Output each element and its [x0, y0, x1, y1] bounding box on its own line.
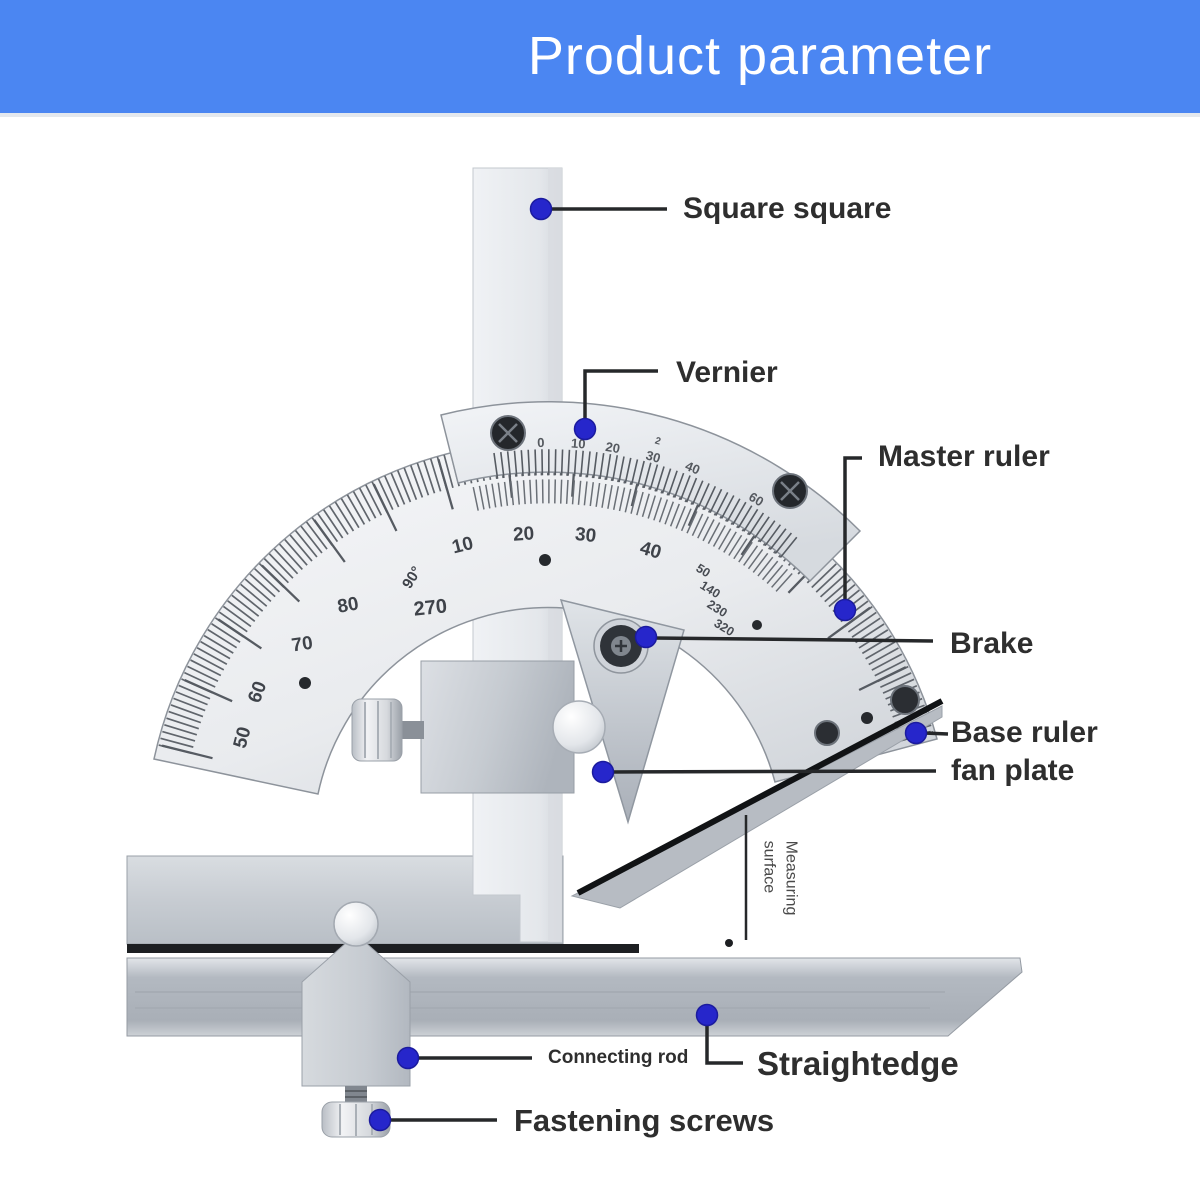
fan-dot — [299, 677, 311, 689]
scale-number: 20 — [604, 439, 621, 456]
leader-master-ruler — [843, 456, 862, 604]
clamp-groove — [127, 944, 639, 953]
groove-dot — [725, 939, 733, 947]
scale-number: 30 — [644, 447, 662, 465]
scale-number: 20 — [512, 523, 535, 545]
slider-dome-knob — [552, 700, 606, 754]
fan-dot — [861, 712, 873, 724]
scale-number: 30 — [574, 524, 597, 547]
fastening-screw-shaft — [345, 1086, 367, 1102]
fan-dot — [752, 620, 762, 630]
protractor-fan — [153, 440, 938, 795]
callout-dots — [368, 197, 928, 1132]
header-divider — [0, 113, 1200, 117]
connecting-rod-knob — [333, 901, 379, 947]
label-measuring-surface: Measuring surface — [761, 840, 800, 916]
leader-brake — [652, 636, 934, 643]
scale-number: 60 — [746, 489, 766, 509]
straightedge-blade — [126, 957, 1023, 1037]
label-square-square: Square square — [683, 192, 892, 225]
dot-connecting-rod — [396, 1046, 420, 1070]
blade-edge — [576, 698, 944, 896]
leader-fan-plate — [610, 769, 937, 774]
fan-screw — [814, 720, 840, 746]
connecting-rod-block — [301, 933, 411, 1087]
label-base-ruler: Base ruler — [951, 716, 1098, 749]
fan-dot — [539, 554, 551, 566]
scale-number: 0 — [537, 435, 545, 450]
scale-number: 270 — [413, 595, 448, 620]
dot-master-ruler — [833, 598, 857, 622]
callout-lines — [389, 207, 949, 1122]
screw-slot — [498, 423, 518, 443]
dot-square-square — [529, 197, 553, 221]
dot-base-ruler — [904, 721, 928, 745]
header-banner: Product parameter — [0, 0, 1200, 113]
scale-number: 2 — [653, 436, 662, 448]
vernier-numbers: 0 10 20 30 2 40 60 — [537, 435, 766, 509]
label-straightedge: Straightedge — [757, 1045, 959, 1082]
dot-straightedge — [695, 1003, 719, 1027]
scale-number: 40 — [683, 458, 702, 477]
leader-vernier — [583, 369, 658, 425]
dot-brake — [634, 625, 658, 649]
label-master-ruler: Master ruler — [878, 440, 1050, 473]
page-title: Product parameter — [527, 26, 993, 86]
dot-fastening-screws — [368, 1108, 392, 1132]
scale-number: 70 — [290, 633, 314, 657]
fan-screw — [890, 685, 920, 715]
label-brake: Brake — [950, 627, 1034, 660]
leader-straightedge — [705, 1022, 743, 1065]
label-fan-plate: fan plate — [951, 754, 1075, 787]
dot-fan-plate — [591, 760, 615, 784]
dot-vernier — [573, 417, 597, 441]
leader-base-ruler — [923, 731, 949, 736]
scale-number: 10 — [450, 533, 476, 558]
thumbscrew-shaft — [400, 721, 424, 739]
label-vernier: Vernier — [676, 356, 778, 389]
slider-block — [420, 660, 575, 794]
screw-slot — [780, 481, 800, 501]
label-connecting-rod: Connecting rod — [548, 1047, 689, 1068]
scale-number: 50 — [694, 561, 713, 580]
scale-number: 80 — [336, 593, 360, 617]
label-fastening-screws: Fastening screws — [514, 1103, 775, 1138]
